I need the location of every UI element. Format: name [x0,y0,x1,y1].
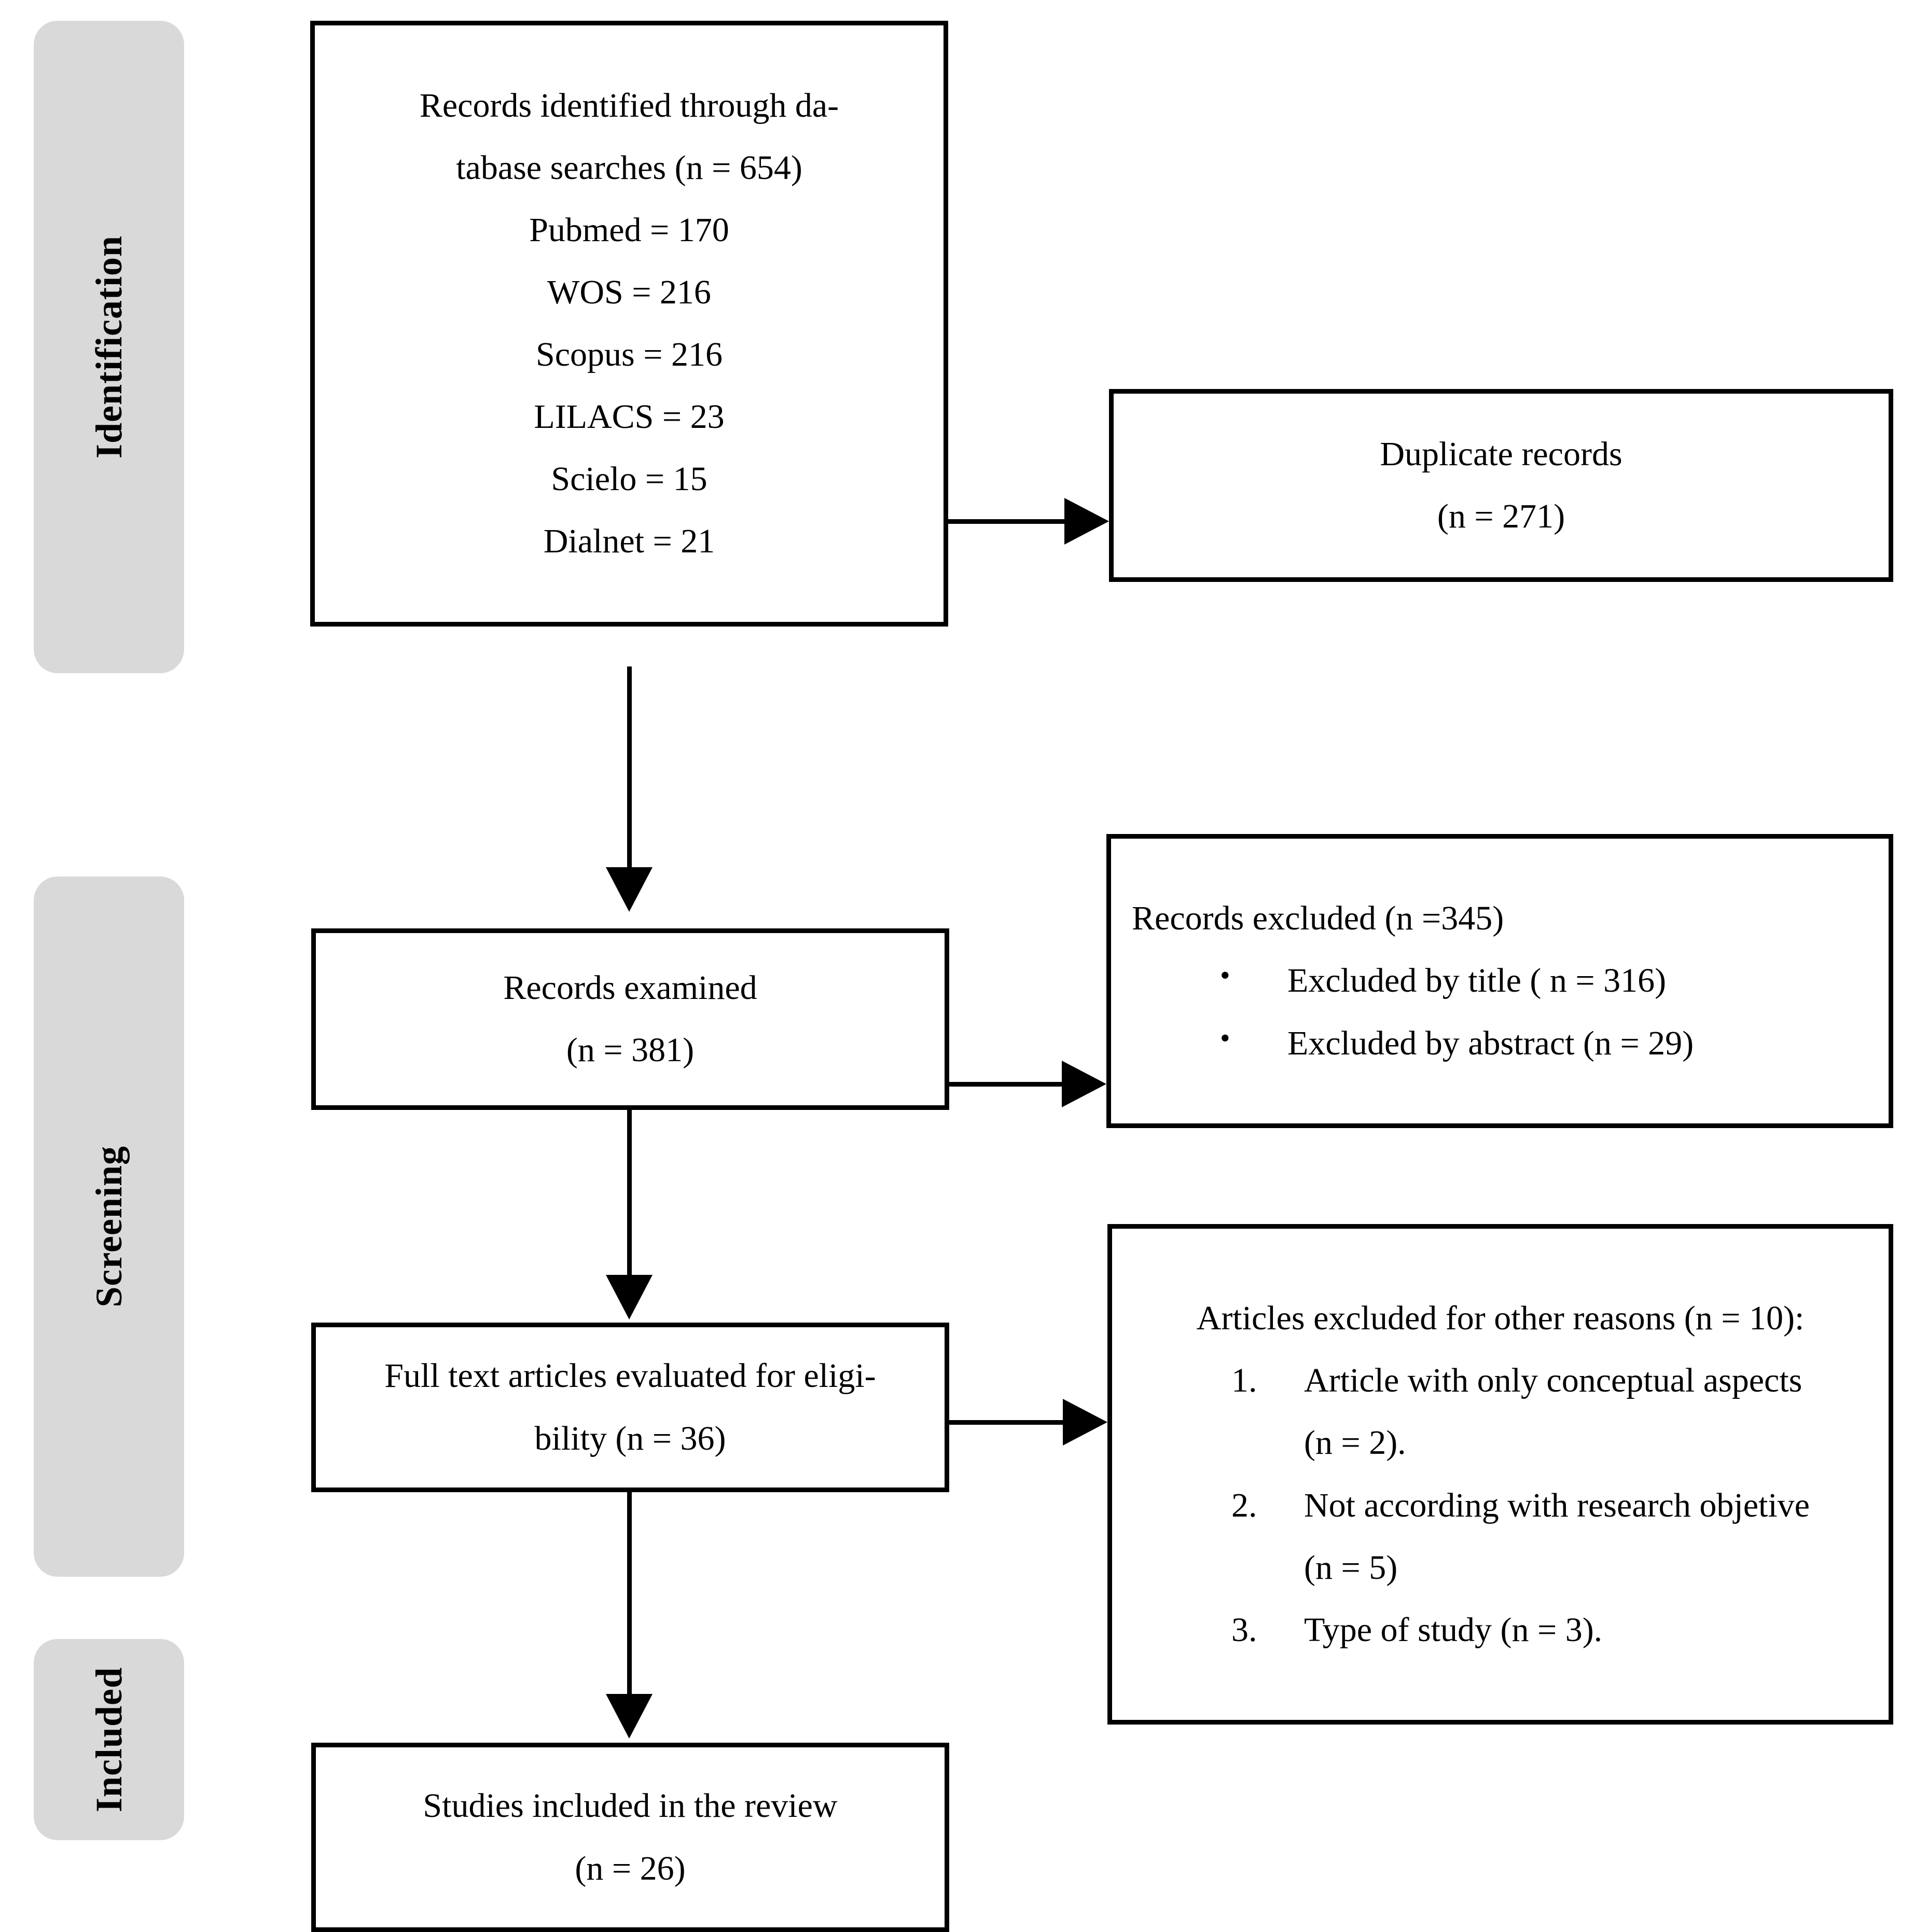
stage-band-screening: Screening [34,877,184,1577]
connector-identified-to-examined-arrowhead [606,867,653,912]
list-item-number: 1. [1231,1361,1257,1400]
records-identified-line-8: Dialnet = 21 [543,522,715,561]
records-identified-line-1: Records identified through da- [419,86,839,124]
connector-identified-to-duplicate-line [948,519,1065,524]
studies-included-line-2: (n = 26) [575,1849,686,1887]
connector-fulltext-to-articlesexcluded-line [949,1420,1063,1425]
records-identified-line-5: Scopus = 216 [536,336,723,373]
records-excluded-heading: Records excluded (n =345) [1132,899,1504,938]
list-item: Excluded by abstract (n = 29) [1220,1012,1694,1075]
stage-label-included: Included [88,1666,130,1813]
connector-examined-to-fulltext-line [627,1110,632,1276]
duplicate-records-line-1: Duplicate records [1380,435,1622,473]
box-records-examined: Records examined (n = 381) [311,928,949,1110]
stage-band-identification: Identification [34,21,184,673]
stage-label-identification: Identification [88,235,130,458]
duplicate-records-line-2: (n = 271) [1437,497,1565,535]
full-text-articles-line-1: Full text articles evaluated for eligi- [384,1357,876,1395]
records-examined-line-1: Records examined [503,968,757,1007]
list-item-text: Not according with research objetive (n … [1304,1486,1810,1587]
list-item: 1. Article with only conceptual aspects … [1231,1350,1868,1474]
box-records-excluded: Records excluded (n =345) Excluded by ti… [1106,834,1893,1128]
connector-examined-to-fulltext-arrowhead [606,1275,653,1319]
box-articles-excluded: Articles excluded for other reasons (n =… [1107,1224,1893,1725]
records-excluded-list: Excluded by title ( n = 316) Excluded by… [1132,950,1694,1074]
records-identified-line-6: LILACS = 23 [534,398,725,436]
stage-band-included: Included [34,1639,184,1840]
records-identified-line-4: WOS = 216 [547,273,711,311]
records-identified-line-3: Pubmed = 170 [529,211,729,249]
studies-included-line-1: Studies included in the review [423,1787,838,1825]
list-item-number: 3. [1231,1610,1257,1649]
full-text-articles-line-2: bility (n = 36) [534,1419,726,1457]
connector-identified-to-duplicate-arrowhead [1064,498,1109,545]
list-item-number: 2. [1231,1486,1257,1524]
records-examined-line-2: (n = 381) [566,1031,695,1069]
box-records-identified: Records identified through da- tabase se… [310,21,948,627]
articles-excluded-list: 1. Article with only conceptual aspects … [1133,1350,1868,1661]
connector-fulltext-to-articlesexcluded-arrowhead [1063,1399,1107,1445]
box-studies-included: Studies included in the review (n = 26) [311,1743,949,1932]
connector-fulltext-to-included-line [627,1492,632,1695]
box-duplicate-records: Duplicate records (n = 271) [1109,389,1893,582]
stage-label-screening: Screening [88,1146,130,1308]
list-item: Excluded by title ( n = 316) [1220,950,1694,1012]
records-identified-line-7: Scielo = 15 [551,460,708,498]
list-item: 2. Not according with research objetive … [1231,1475,1868,1599]
connector-identified-to-examined-line [627,666,632,869]
list-item: 3. Type of study (n = 3). [1231,1599,1868,1661]
list-item-text: Type of study (n = 3). [1304,1610,1603,1649]
connector-examined-to-excluded-line [949,1082,1062,1087]
list-item-text: Article with only conceptual aspects (n … [1304,1361,1802,1462]
connector-examined-to-excluded-arrowhead [1062,1061,1106,1107]
box-full-text-articles: Full text articles evaluated for eligi- … [311,1323,949,1492]
articles-excluded-heading: Articles excluded for other reasons (n =… [1196,1299,1805,1338]
records-identified-line-2: tabase searches (n = 654) [456,148,802,187]
connector-fulltext-to-included-arrowhead [606,1694,653,1739]
